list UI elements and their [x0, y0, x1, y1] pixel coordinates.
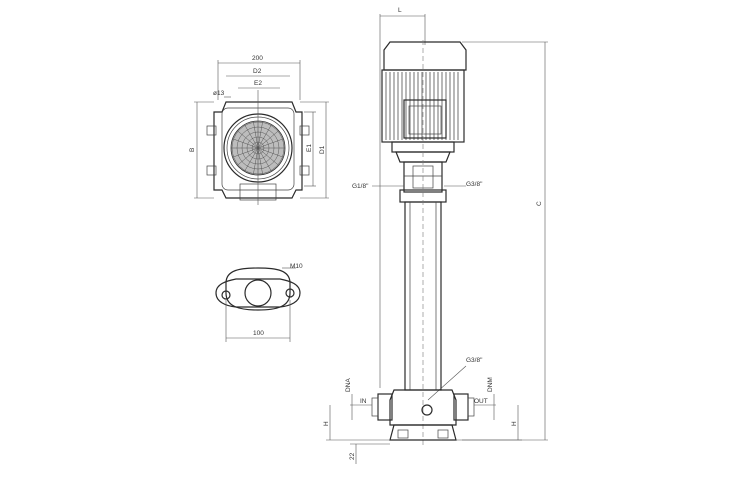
dim-top-label: L: [398, 7, 402, 14]
motor-top-cap: [383, 41, 467, 71]
outlet-label: OUT: [474, 398, 488, 405]
dim-m10-label: M10: [290, 263, 303, 270]
dnm-label: DNM: [487, 377, 494, 392]
dna-label: DNA: [345, 378, 352, 392]
drain-plug: [421, 404, 433, 416]
flange-bolt-hole: [221, 290, 231, 300]
bolt-hole: [299, 165, 310, 176]
flange-bolt-hole: [285, 288, 295, 298]
dim-h-left-label: H: [323, 421, 330, 426]
pump-base-housing: [389, 389, 457, 426]
bolt-hole: [299, 125, 310, 136]
dim-d1-label: D1: [319, 145, 326, 154]
port-top-left-label: G1/8": [352, 183, 369, 190]
flange-view: M10 100: [215, 263, 303, 342]
dim-e2-label: E2: [254, 80, 262, 87]
dim-22-label: 22: [349, 452, 356, 460]
inlet-label: IN: [360, 398, 367, 405]
dim-b-label: B: [189, 148, 196, 152]
port-drain-label: G3/8": [466, 357, 483, 364]
dim-200-label: 200: [252, 55, 263, 62]
top-view: 200 D2 E2 ø13 B E1 D1: [189, 55, 329, 205]
bolt-hole: [206, 125, 217, 136]
dim-c-label: C: [536, 201, 543, 206]
base-outline: [213, 101, 303, 199]
dim-e1-label: E1: [306, 144, 313, 152]
dim-d2-label: D2: [253, 68, 262, 75]
pump-elevation: L C G1/8" G3/8" G3/8": [323, 7, 548, 464]
dim-bolt-label: ø13: [213, 90, 225, 97]
dim-100-label: 100: [253, 330, 264, 337]
bolt-hole: [206, 165, 217, 176]
port-top-right-label: G3/8": [466, 181, 483, 188]
flange-bore: [244, 279, 272, 307]
terminal-box: [403, 99, 447, 139]
dim-h-right-label: H: [511, 421, 518, 426]
flange-outline: [225, 267, 291, 311]
